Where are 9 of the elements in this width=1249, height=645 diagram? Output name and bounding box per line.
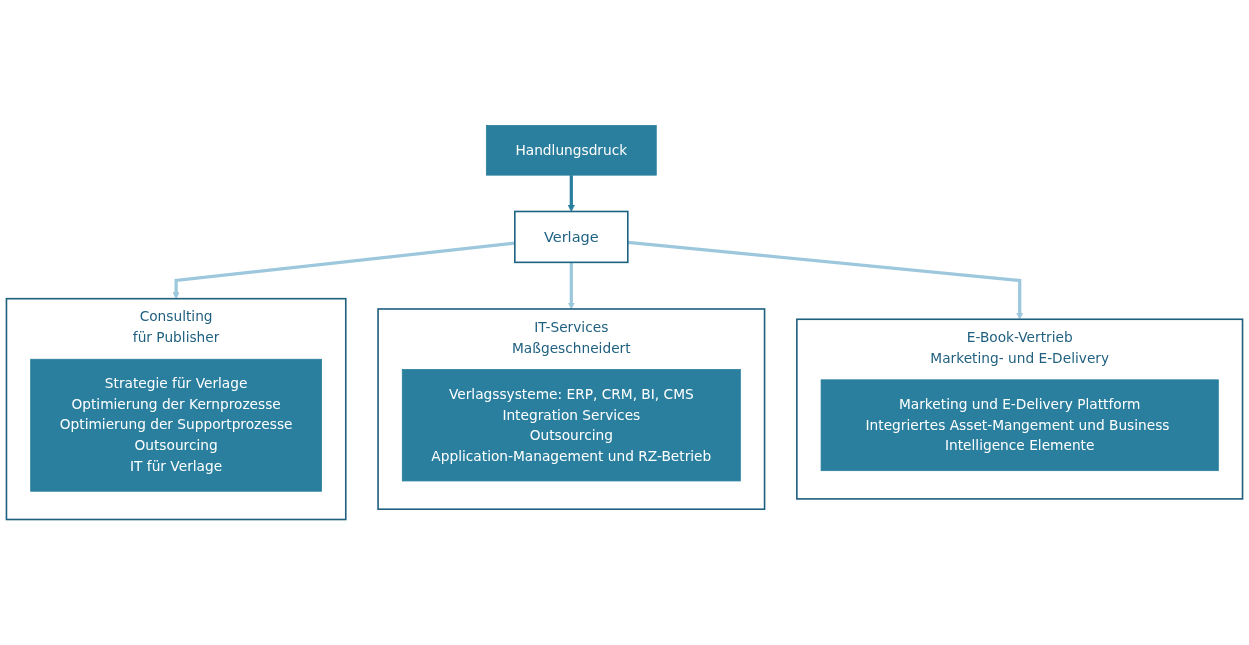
node-box: Handlungsdruck bbox=[485, 125, 657, 176]
arrow bbox=[567, 175, 575, 212]
arrow bbox=[627, 240, 1024, 320]
node-box: Verlagssysteme: ERP, CRM, BI, CMS Integration Services Outsourcing Application-Management und RZ-Betrieb bbox=[401, 369, 741, 482]
arrow bbox=[567, 262, 575, 310]
arrow bbox=[172, 241, 515, 299]
node-box: Strategie für Verlage Optimierung der Kernprozesse Optimierung der Supportprozesse Outsourcing IT für Verlage bbox=[30, 358, 322, 492]
node-box: Verlage bbox=[514, 210, 629, 264]
node-box: Marketing und E-Delivery Plattform Integriertes Asset-Mangement und Business Intelligence Elemente bbox=[820, 379, 1219, 472]
